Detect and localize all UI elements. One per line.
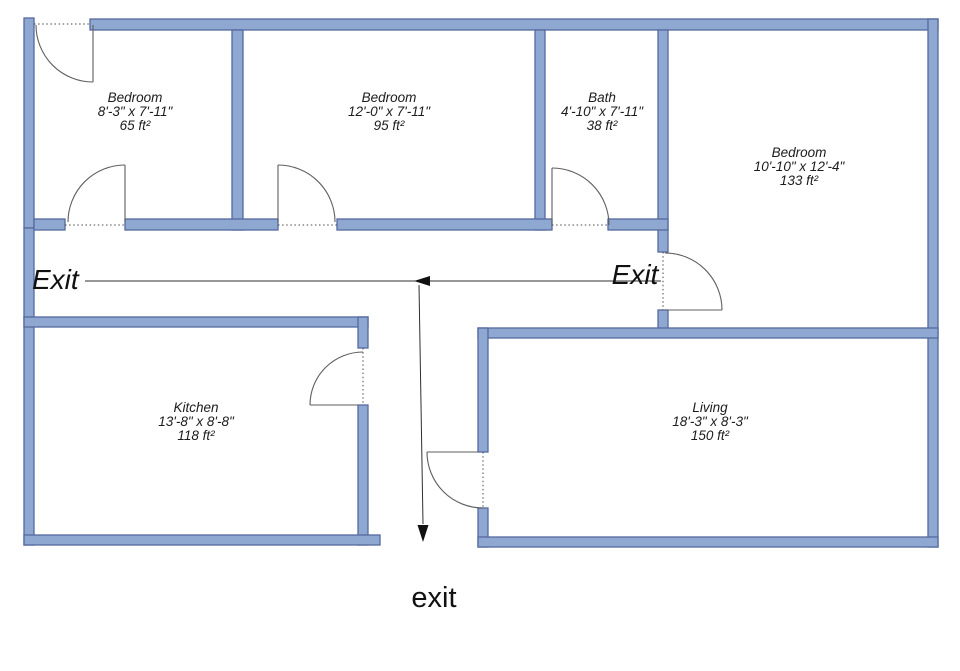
door-living: [426, 451, 484, 509]
living-area: 150 ft²: [691, 428, 730, 443]
door-bedroom3: [664, 252, 723, 311]
exit-route-arrowhead-down: [417, 525, 429, 542]
doors: [35, 24, 723, 509]
kitchen-area: 118 ft²: [177, 428, 215, 443]
wall-corridor-top-seg4: [607, 218, 669, 231]
living-dimensions: 18'-3" x 8'-3": [672, 414, 749, 429]
bath-dimensions: 4'-10" x 7'-11": [561, 104, 644, 119]
wall-top: [89, 18, 939, 31]
door-bath: [551, 167, 610, 226]
room-labels: Bedroom 8'-3" x 7'-11" 65 ft² Bedroom 12…: [98, 90, 846, 443]
door-kitchen: [309, 351, 364, 406]
wall-right-lower: [927, 332, 939, 548]
exit-labels: Exit Exit exit: [32, 259, 660, 614]
bedroom-1-name: Bedroom: [108, 90, 163, 105]
wall-kitchen-bottom: [23, 534, 381, 546]
bedroom-3-area: 133 ft²: [780, 173, 819, 188]
room-label-bedroom-3: Bedroom 10'-10" x 12'-4" 133 ft²: [754, 145, 846, 188]
bedroom-2-area: 95 ft²: [374, 118, 405, 133]
door-bedroom2: [277, 164, 336, 223]
exit-route-line-down: [418, 284, 424, 525]
wall-kitchen-right-lower: [357, 404, 369, 546]
wall-corridor-top-seg2: [124, 218, 279, 231]
wall-living-bottom: [477, 536, 939, 548]
wall-left-upper: [23, 17, 35, 229]
living-name: Living: [692, 400, 728, 415]
kitchen-dimensions: 13'-8" x 8'-8": [158, 414, 235, 429]
walls: [23, 17, 939, 548]
door-entry-top-left: [35, 24, 94, 83]
wall-corridor-top-seg1: [33, 218, 66, 231]
exit-label-right: Exit: [612, 259, 660, 290]
bedroom-1-area: 65 ft²: [120, 118, 151, 133]
door-openings: [34, 23, 664, 508]
bedroom-3-dimensions: 10'-10" x 12'-4": [754, 159, 846, 174]
bath-area: 38 ft²: [587, 118, 618, 133]
exit-route-arrowhead-left: [414, 276, 430, 286]
room-label-kitchen: Kitchen 13'-8" x 8'-8" 118 ft²: [158, 400, 235, 443]
wall-left-lower: [23, 317, 35, 546]
wall-divider-bedroom2-bath: [534, 29, 546, 231]
bedroom-1-dimensions: 8'-3" x 7'-11": [98, 104, 174, 119]
wall-corridor-top-seg3: [336, 218, 553, 231]
room-label-living: Living 18'-3" x 8'-3" 150 ft²: [672, 400, 749, 443]
wall-divider-bedroom1-bedroom2: [231, 29, 244, 231]
exit-label-bottom: exit: [411, 582, 456, 614]
room-label-bedroom-1: Bedroom 8'-3" x 7'-11" 65 ft²: [98, 90, 174, 133]
bedroom-2-name: Bedroom: [362, 90, 417, 105]
bedroom-2-dimensions: 12'-0" x 7'-11": [348, 104, 431, 119]
wall-kitchen-top: [23, 316, 369, 328]
exit-route: [85, 276, 661, 542]
bath-name: Bath: [588, 90, 616, 105]
wall-living-left-upper: [477, 327, 489, 453]
room-label-bedroom-2: Bedroom 12'-0" x 7'-11" 95 ft²: [348, 90, 431, 133]
kitchen-name: Kitchen: [173, 400, 218, 415]
wall-kitchen-right-upper: [357, 316, 369, 349]
wall-right-upper: [927, 18, 939, 334]
wall-living-top: [477, 327, 939, 339]
bedroom-3-name: Bedroom: [772, 145, 827, 160]
exit-label-left: Exit: [32, 264, 80, 295]
door-bedroom1: [67, 164, 126, 223]
room-label-bath: Bath 4'-10" x 7'-11" 38 ft²: [561, 90, 644, 133]
